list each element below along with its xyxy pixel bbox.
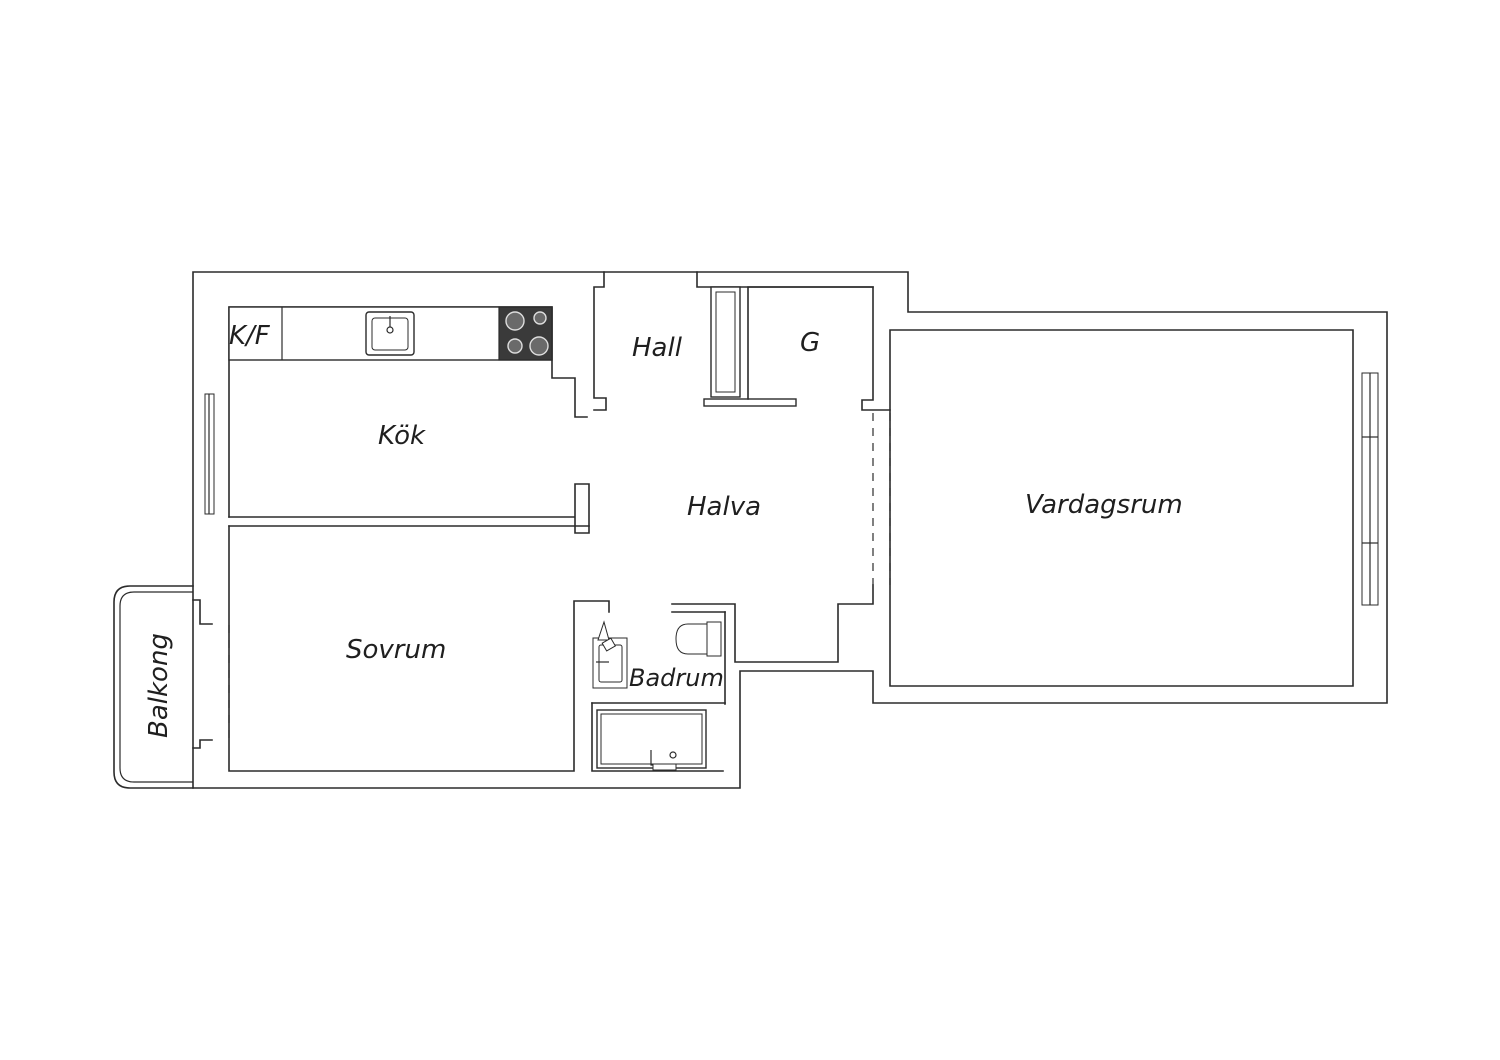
balcony [113, 585, 194, 789]
kitchen-window [204, 393, 215, 515]
bedroom [192, 525, 610, 772]
room-label-hall: Hall [632, 333, 683, 363]
room-label-kf: K/F [229, 321, 271, 351]
room-label-halva: Halva [687, 492, 761, 522]
room-label-g: G [800, 328, 820, 358]
living-room-window [1361, 372, 1379, 606]
living-room [872, 329, 1379, 687]
bathtub-icon [596, 709, 707, 771]
hall [593, 271, 891, 411]
room-label-vardagsrum: Vardagsrum [1025, 490, 1183, 520]
room-label-badrum: Badrum [629, 664, 724, 692]
room-label-sovrum: Sovrum [346, 635, 446, 665]
bathroom [591, 611, 726, 772]
toilet-icon [675, 621, 722, 657]
halva-walls [671, 584, 874, 663]
exterior-walls [192, 271, 1388, 789]
stove-icon [498, 306, 553, 361]
kitchen [204, 306, 590, 534]
room-label-balkong: Balkong [144, 633, 174, 738]
storage-g [747, 286, 874, 400]
washbasin-icon [592, 620, 628, 689]
room-label-kok: Kök [378, 421, 426, 451]
